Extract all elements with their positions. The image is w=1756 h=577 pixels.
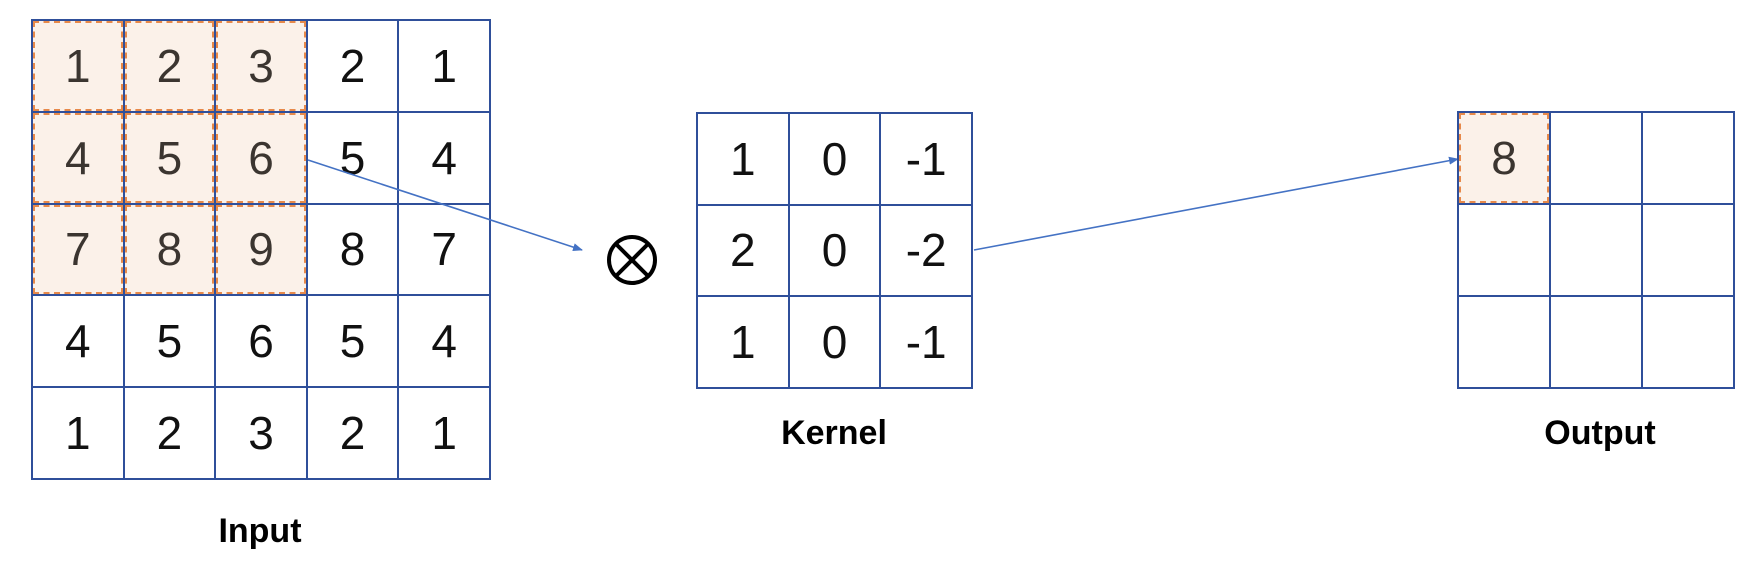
input-cell-r1-c3: 5 bbox=[307, 112, 400, 205]
output-cell-r2-c0 bbox=[1459, 297, 1551, 389]
input-cell-r2-c3: 8 bbox=[307, 204, 400, 297]
input-cell-r3-c4: 4 bbox=[399, 296, 491, 389]
output-label: Output bbox=[1544, 414, 1656, 452]
kernel-cell-r2-c1: 0 bbox=[789, 297, 882, 389]
output-cell-r1-c1 bbox=[1551, 205, 1643, 297]
kernel-cell-r1-c2: -2 bbox=[881, 205, 973, 298]
input-cell-r1-c1: 5 bbox=[124, 112, 217, 205]
input-cell-r3-c3: 5 bbox=[307, 296, 400, 389]
kernel-cell-r2-c0: 1 bbox=[698, 297, 790, 389]
input-cell-r3-c2: 6 bbox=[216, 296, 308, 389]
input-cell-r4-c3: 2 bbox=[307, 388, 400, 480]
input-cell-r4-c4: 1 bbox=[399, 388, 491, 480]
output-matrix: 8 bbox=[1457, 111, 1735, 389]
input-cell-r0-c0: 1 bbox=[33, 21, 125, 113]
kernel-label: Kernel bbox=[781, 414, 887, 452]
output-cell-r1-c2 bbox=[1643, 205, 1735, 297]
input-cell-r3-c1: 5 bbox=[124, 296, 217, 389]
input-cell-r4-c1: 2 bbox=[124, 388, 217, 480]
input-cell-r0-c2: 3 bbox=[216, 21, 308, 113]
kernel-cell-r1-c0: 2 bbox=[698, 205, 790, 298]
input-cell-r0-c1: 2 bbox=[124, 21, 217, 113]
input-cell-r2-c0: 7 bbox=[33, 204, 125, 297]
output-cell-r2-c1 bbox=[1551, 297, 1643, 389]
kernel-cell-r2-c2: -1 bbox=[881, 297, 973, 389]
input-cell-r0-c4: 1 bbox=[399, 21, 491, 113]
kernel-to-output-arrow bbox=[973, 156, 1459, 251]
input-cell-r4-c0: 1 bbox=[33, 388, 125, 480]
output-cell-r1-c0 bbox=[1459, 205, 1551, 297]
kernel-cell-r0-c2: -1 bbox=[881, 114, 973, 206]
input-cell-r2-c1: 8 bbox=[124, 204, 217, 297]
kernel-cell-r1-c1: 0 bbox=[789, 205, 882, 298]
output-cell-r0-c2 bbox=[1643, 113, 1735, 205]
output-cell-r0-c1 bbox=[1551, 113, 1643, 205]
input-cell-r4-c2: 3 bbox=[216, 388, 308, 480]
input-cell-r1-c0: 4 bbox=[33, 112, 125, 205]
kernel-cell-r0-c1: 0 bbox=[789, 114, 882, 206]
input-cell-r3-c0: 4 bbox=[33, 296, 125, 389]
circled-times-icon bbox=[607, 235, 657, 285]
input-label: Input bbox=[218, 512, 302, 550]
input-cell-r1-c4: 4 bbox=[399, 112, 491, 205]
input-cell-r2-c2: 9 bbox=[216, 204, 308, 297]
kernel-cell-r0-c0: 1 bbox=[698, 114, 790, 206]
output-cell-r0-c0: 8 bbox=[1459, 113, 1551, 205]
input-cell-r2-c4: 7 bbox=[399, 204, 491, 297]
output-cell-r2-c2 bbox=[1643, 297, 1735, 389]
input-cell-r0-c3: 2 bbox=[307, 21, 400, 113]
input-cell-r1-c2: 6 bbox=[216, 112, 308, 205]
